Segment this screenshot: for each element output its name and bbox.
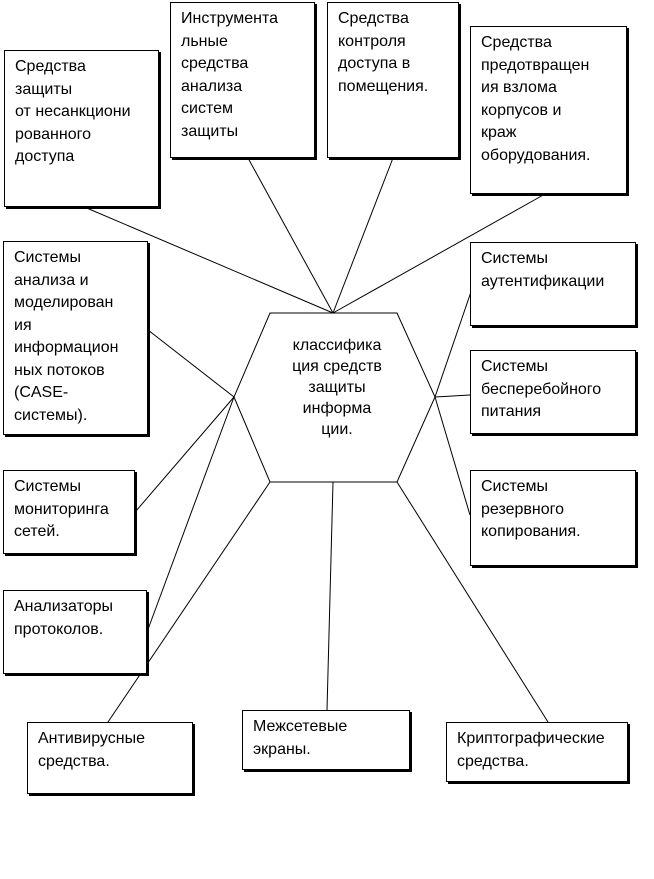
connector-network-monitoring xyxy=(135,396,235,512)
node-antivirus: Антивирусные средства. xyxy=(27,722,193,794)
connector-firewalls xyxy=(326,481,334,711)
node-network-monitoring: Системы мониторинга сетей. xyxy=(3,470,135,554)
node-ups: Системы бесперебойного питания xyxy=(470,350,636,434)
connector-unauthorized-access xyxy=(81,205,334,314)
node-unauthorized-access: Средства защиты от несанкциони рованного… xyxy=(4,50,159,207)
connectors xyxy=(81,157,549,723)
connector-ups xyxy=(434,394,471,398)
connector-break-in-prevention xyxy=(332,193,546,314)
center-label: классифика ция средств защиты информа ци… xyxy=(292,337,382,438)
node-break-in-prevention: Средства предотвращен ия взлома корпусов… xyxy=(470,26,627,194)
node-authentication: Системы аутентификации xyxy=(470,242,636,326)
node-firewalls: Межсетевые экраны. xyxy=(242,710,410,770)
connector-protocol-analyzers xyxy=(146,396,235,633)
connector-case-systems xyxy=(147,329,235,398)
center-hexagon xyxy=(233,312,436,483)
connector-instrumental-analysis xyxy=(247,157,334,314)
node-instrumental-analysis: Инструмента льные средства анализа систе… xyxy=(170,2,315,158)
connector-antivirus xyxy=(107,481,271,723)
node-access-control: Средства контроля доступа в помещения. xyxy=(327,2,459,158)
connector-access-control xyxy=(332,157,394,314)
connector-backup xyxy=(434,396,471,516)
connector-authentication xyxy=(434,282,475,398)
node-case-systems: Системы анализа и моделирован ия информа… xyxy=(3,241,148,435)
node-protocol-analyzers: Анализаторы протоколов. xyxy=(3,590,147,674)
connector-crypto xyxy=(396,481,549,723)
node-backup: Системы резервного копирования. xyxy=(470,470,636,566)
node-crypto: Криптографические средства. xyxy=(446,722,628,782)
